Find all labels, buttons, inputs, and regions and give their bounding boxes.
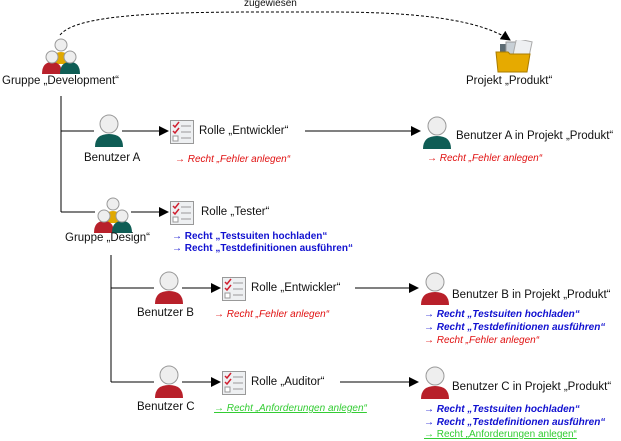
project-label: Projekt „Produkt“ xyxy=(466,75,553,87)
result-b-label: Benutzer B in Projekt „Produkt“ xyxy=(452,289,611,301)
role-b-label: Rolle „Entwickler“ xyxy=(251,282,341,294)
group-icon xyxy=(42,38,80,74)
result-b-right: → Recht „Testdefinitionen ausführen“ xyxy=(424,322,606,333)
role-checklist-icon xyxy=(170,120,194,144)
user-icon xyxy=(421,366,449,399)
role-c-label: Rolle „Auditor“ xyxy=(251,376,325,388)
role-checklist-icon xyxy=(222,277,246,301)
result-b-right: → Recht „Testsuiten hochladen“ xyxy=(424,309,580,320)
user-b-label: Benutzer B xyxy=(137,307,194,319)
user-icon xyxy=(423,116,451,149)
group-design-label: Gruppe „Design“ xyxy=(65,232,151,244)
role-tester-right: → Recht „Testdefinitionen ausführen“ xyxy=(172,243,353,254)
group-development-label: Gruppe „Development“ xyxy=(2,75,119,87)
folder-icon xyxy=(495,40,533,73)
role-checklist-icon xyxy=(222,371,246,395)
result-b-right: → Recht „Fehler anlegen“ xyxy=(424,335,540,346)
role-c-right: → Recht „Anforderungen anlegen“ xyxy=(214,403,367,414)
result-c-right: → Recht „Testdefinitionen ausführen“ xyxy=(424,417,606,428)
result-a-right: → Recht „Fehler anlegen“ xyxy=(427,153,543,164)
edge-label-assigned: zugewiesen xyxy=(244,0,297,9)
user-icon xyxy=(421,272,449,305)
user-icon xyxy=(155,365,183,398)
result-c-right: → Recht „Anforderungen anlegen“ xyxy=(424,429,577,440)
user-c-label: Benutzer C xyxy=(137,401,195,413)
assigned-edge xyxy=(59,11,511,41)
role-a-label: Rolle „Entwickler“ xyxy=(199,125,289,137)
role-tester-label: Rolle „Tester“ xyxy=(201,206,270,218)
user-icon xyxy=(155,271,183,304)
user-icon xyxy=(95,114,123,147)
result-a-label: Benutzer A in Projekt „Produkt“ xyxy=(456,130,614,142)
group-icon xyxy=(94,197,132,233)
result-c-label: Benutzer C in Projekt „Produkt“ xyxy=(452,381,612,393)
result-c-right: → Recht „Testsuiten hochladen“ xyxy=(424,404,580,415)
user-a-label: Benutzer A xyxy=(84,152,141,164)
role-b-right: → Recht „Fehler anlegen“ xyxy=(214,309,330,320)
role-checklist-icon xyxy=(170,201,194,225)
role-a-right: → Recht „Fehler anlegen“ xyxy=(175,154,291,165)
role-tester-right: → Recht „Testsuiten hochladen“ xyxy=(172,231,328,242)
